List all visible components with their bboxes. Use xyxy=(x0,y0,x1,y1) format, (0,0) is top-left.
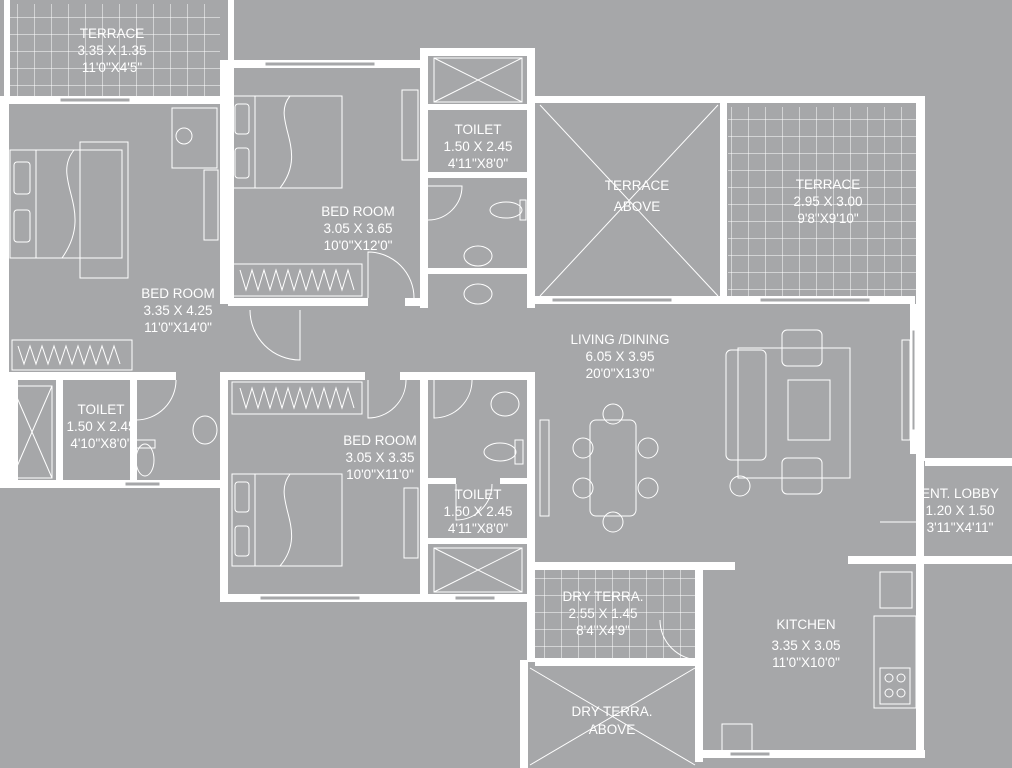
wardrobes xyxy=(11,263,363,415)
dry-terrace-above-label: DRY TERRA.ABOVE xyxy=(571,704,652,737)
shafts xyxy=(11,57,719,766)
doors xyxy=(135,185,916,661)
windows xyxy=(59,61,916,757)
dry-terrace-tiles xyxy=(535,570,697,658)
terrace-top-left-tiles xyxy=(10,4,220,96)
furniture xyxy=(9,89,917,753)
tiled-areas xyxy=(10,4,916,658)
terrace-right-tiles xyxy=(728,107,916,297)
